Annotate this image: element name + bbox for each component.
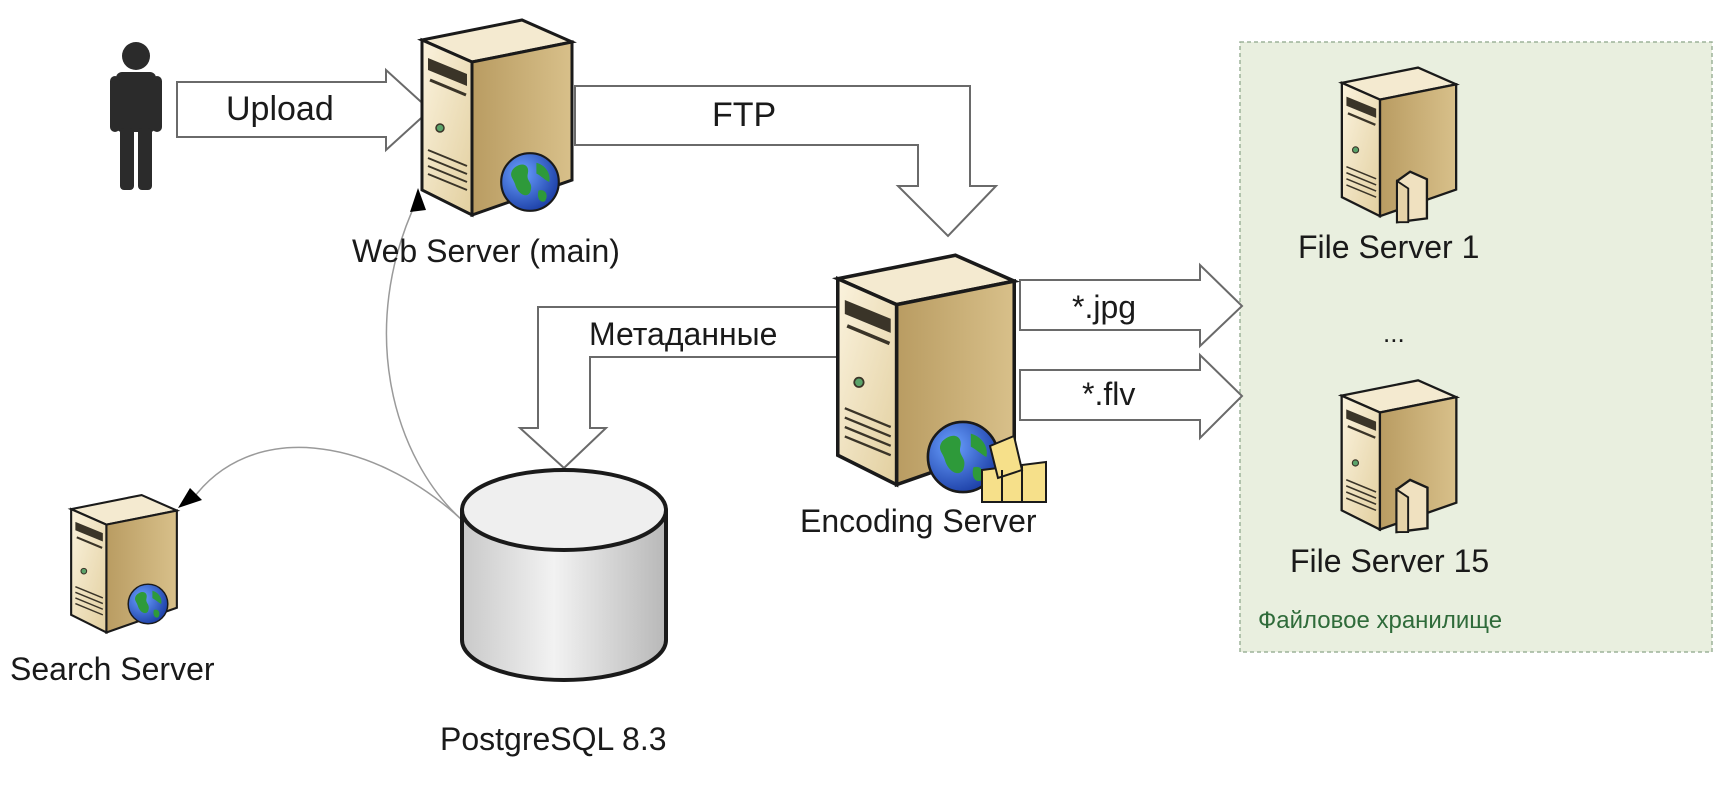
metadata-label: Метаданные [589, 316, 777, 352]
storage-label: Файловое хранилище [1258, 607, 1502, 634]
encoding-server-icon [835, 253, 1047, 503]
search-server-icon [70, 493, 178, 634]
database-label: PostgreSQL 8.3 [440, 721, 667, 757]
file-servers-ellipsis: ... [1383, 318, 1405, 348]
web-server-label: Web Server (main) [352, 233, 620, 269]
file-server-1-label: File Server 1 [1298, 229, 1479, 265]
db-to-search-arrowhead [178, 488, 202, 508]
upload-arrow [176, 67, 432, 153]
ftp-label: FTP [712, 96, 776, 134]
user-icon [110, 42, 162, 190]
flv-arrow [1019, 352, 1244, 441]
file-server-15-label: File Server 15 [1290, 543, 1489, 579]
db-to-web-arrowhead [410, 188, 426, 212]
flv-label: *.flv [1082, 376, 1135, 412]
upload-label: Upload [226, 90, 334, 128]
jpg-label: *.jpg [1072, 289, 1136, 325]
database-icon [460, 468, 668, 682]
file-storage-area [1239, 41, 1713, 653]
web-server-icon [420, 18, 574, 217]
jpg-arrow [1019, 262, 1244, 349]
search-server-label: Search Server [10, 651, 215, 687]
encoding-server-label: Encoding Server [800, 503, 1037, 539]
file-server-15-icon [1340, 379, 1458, 534]
film-icon [981, 434, 1047, 503]
db-to-web-connector [385, 197, 463, 521]
metadata-arrow [517, 306, 841, 470]
ftp-arrow [574, 85, 999, 238]
db-to-search-connector [191, 446, 463, 521]
